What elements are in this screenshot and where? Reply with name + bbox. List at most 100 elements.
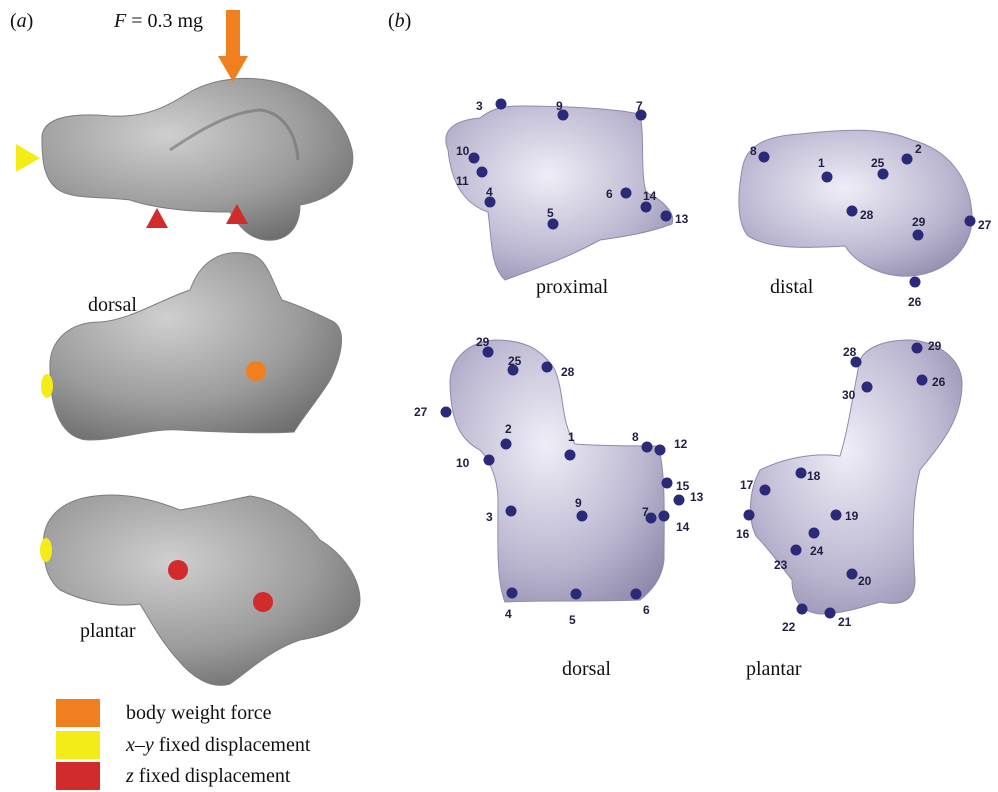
landmark-dot bbox=[571, 589, 582, 600]
landmark-dorsal-5: 5 bbox=[569, 589, 582, 628]
landmark-dot bbox=[847, 569, 858, 580]
landmark-number: 5 bbox=[569, 613, 576, 627]
landmark-dorsal-15: 15 bbox=[662, 478, 690, 494]
bone-b-dorsal bbox=[450, 340, 664, 602]
landmark-number: 30 bbox=[842, 388, 856, 402]
landmark-dot bbox=[662, 478, 673, 489]
landmark-dot bbox=[506, 506, 517, 517]
landmark-number: 1 bbox=[818, 156, 825, 170]
landmark-dot bbox=[797, 604, 808, 615]
landmark-proximal-7: 7 bbox=[636, 99, 647, 121]
landmark-number: 13 bbox=[690, 490, 704, 504]
landmark-dorsal-12: 12 bbox=[655, 437, 688, 456]
z-fixed-marker-plantar-1 bbox=[168, 560, 188, 580]
landmark-number: 26 bbox=[908, 295, 922, 309]
legend-label: x–y fixed displacement bbox=[126, 734, 310, 757]
landmark-number: 24 bbox=[810, 544, 824, 558]
landmark-dot bbox=[631, 589, 642, 600]
landmark-dot bbox=[501, 439, 512, 450]
landmark-dot bbox=[477, 167, 488, 178]
landmark-number: 27 bbox=[414, 405, 428, 419]
xy-fixed-marker-dorsal bbox=[41, 374, 53, 398]
landmark-number: 14 bbox=[643, 189, 657, 203]
landmark-dot bbox=[912, 343, 923, 354]
legend-swatch-red bbox=[56, 762, 100, 790]
landmark-dot bbox=[847, 206, 858, 217]
landmark-number: 14 bbox=[676, 520, 690, 534]
landmark-dot bbox=[910, 277, 921, 288]
landmark-number: 12 bbox=[674, 437, 688, 451]
legend-swatch-orange bbox=[56, 699, 100, 727]
z-fixed-marker-1 bbox=[146, 208, 168, 228]
landmark-number: 10 bbox=[456, 456, 470, 470]
landmark-plantar-22: 22 bbox=[782, 604, 808, 635]
bone-b-proximal bbox=[446, 106, 673, 280]
view-label-b-plantar: plantar bbox=[746, 658, 802, 681]
landmark-number: 28 bbox=[843, 345, 857, 359]
landmark-number: 7 bbox=[642, 505, 649, 519]
landmark-number: 9 bbox=[575, 496, 582, 510]
landmark-number: 15 bbox=[676, 479, 690, 493]
landmark-dot bbox=[496, 99, 507, 110]
landmark-dot bbox=[441, 407, 452, 418]
landmark-number: 28 bbox=[860, 208, 874, 222]
legend-item-z-fixed: z fixed displacement bbox=[56, 762, 290, 790]
landmark-number: 25 bbox=[508, 354, 522, 368]
legend-item-xy-fixed: x–y fixed displacement bbox=[56, 731, 310, 759]
landmark-dot bbox=[469, 153, 480, 164]
landmark-number: 6 bbox=[643, 603, 650, 617]
landmark-dorsal-4: 4 bbox=[505, 588, 518, 622]
landmark-number: 13 bbox=[675, 212, 689, 226]
landmark-distal-26: 26 bbox=[908, 277, 922, 310]
landmark-dot bbox=[791, 545, 802, 556]
xy-fixed-marker-top bbox=[16, 144, 40, 172]
view-label-b-proximal: proximal bbox=[536, 276, 608, 299]
landmark-dorsal-27: 27 bbox=[414, 405, 452, 419]
body-weight-force-arrow bbox=[218, 10, 248, 82]
landmark-number: 27 bbox=[978, 218, 992, 232]
landmark-dot bbox=[542, 362, 553, 373]
landmark-dot bbox=[831, 510, 842, 521]
landmark-dot bbox=[641, 202, 652, 213]
landmark-number: 28 bbox=[561, 365, 575, 379]
landmark-number: 26 bbox=[932, 375, 946, 389]
landmark-dot bbox=[655, 445, 666, 456]
view-label-b-dorsal: dorsal bbox=[562, 658, 611, 681]
landmark-number: 17 bbox=[740, 478, 754, 492]
view-label-b-distal: distal bbox=[770, 276, 813, 299]
landmark-number: 1 bbox=[568, 430, 575, 444]
landmark-dot bbox=[796, 468, 807, 479]
landmark-dot bbox=[917, 375, 928, 386]
landmark-dot bbox=[548, 219, 559, 230]
bone-a-top bbox=[42, 78, 353, 240]
legend-label: body weight force bbox=[126, 702, 272, 725]
landmark-number: 11 bbox=[456, 174, 469, 188]
landmark-dot bbox=[965, 216, 976, 227]
landmark-number: 4 bbox=[486, 185, 493, 199]
landmark-dot bbox=[565, 450, 576, 461]
landmark-number: 19 bbox=[845, 509, 859, 523]
view-label-a-dorsal: dorsal bbox=[88, 294, 137, 317]
xy-fixed-marker-plantar bbox=[40, 538, 52, 562]
landmark-number: 22 bbox=[782, 620, 796, 634]
legend-label: z fixed displacement bbox=[126, 765, 290, 788]
landmark-dot bbox=[878, 169, 889, 180]
landmark-number: 5 bbox=[547, 206, 554, 220]
landmark-dot bbox=[809, 528, 820, 539]
landmark-dot bbox=[674, 495, 685, 506]
landmark-dot bbox=[902, 154, 913, 165]
landmark-number: 25 bbox=[871, 156, 885, 170]
landmark-dot bbox=[577, 511, 588, 522]
landmark-dot bbox=[822, 172, 833, 183]
landmark-number: 23 bbox=[774, 558, 788, 572]
bone-b-distal bbox=[739, 130, 972, 276]
landmark-number: 4 bbox=[505, 607, 512, 621]
bone-a-dorsal bbox=[50, 253, 342, 440]
landmark-number: 10 bbox=[456, 144, 470, 158]
landmark-number: 18 bbox=[807, 469, 821, 483]
landmark-plantar-28: 28 bbox=[843, 345, 862, 368]
landmark-number: 21 bbox=[838, 615, 852, 629]
landmark-number: 7 bbox=[636, 99, 643, 113]
landmark-number: 16 bbox=[736, 527, 750, 541]
landmark-dot bbox=[659, 511, 670, 522]
